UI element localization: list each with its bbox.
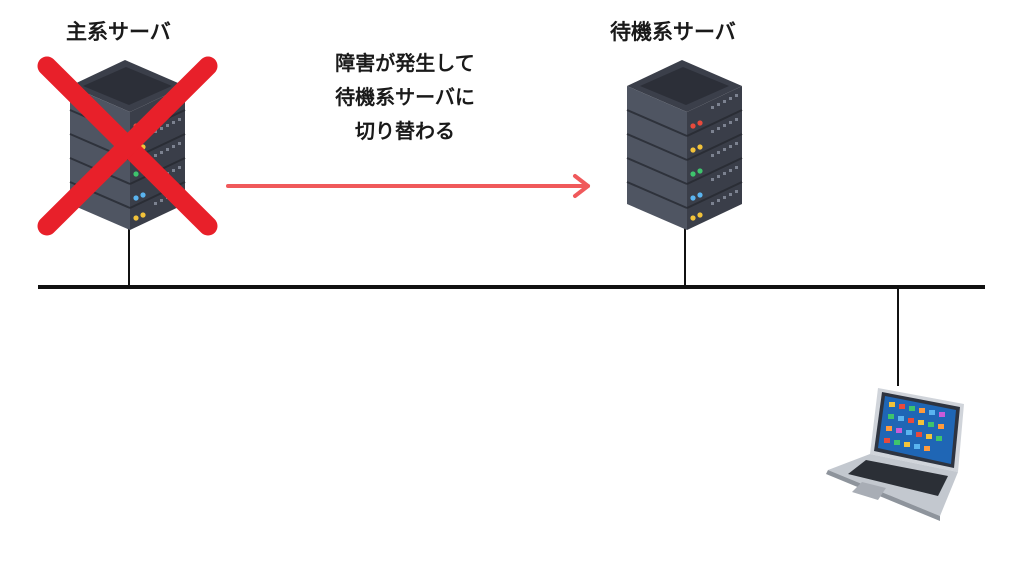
failover-arrow <box>226 174 590 198</box>
failover-note-line: 障害が発生して <box>335 51 475 75</box>
standby-server-label: 待機系サーバ <box>610 20 736 44</box>
failover-note: 障害が発生して 待機系サーバに 切り替わる <box>300 46 510 148</box>
client-laptop-icon <box>826 388 964 521</box>
standby-server-rack-icon <box>626 59 743 231</box>
failover-note-line: 切り替わる <box>355 119 455 143</box>
failure-cross-mark-icon <box>37 56 218 236</box>
failover-note-line: 待機系サーバに <box>335 85 475 109</box>
primary-server-label: 主系サーバ <box>66 20 171 44</box>
